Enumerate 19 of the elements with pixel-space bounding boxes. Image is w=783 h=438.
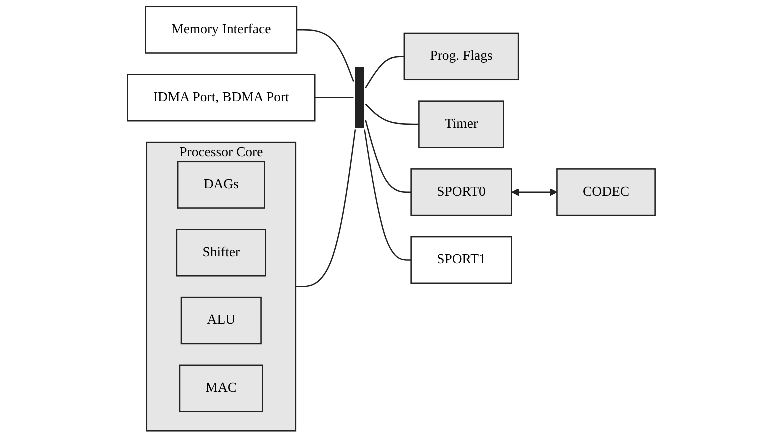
node-box: Timer <box>418 100 504 148</box>
node-box: Memory Interface <box>145 6 298 54</box>
connector <box>365 120 412 194</box>
node-box: IDMA Port, BDMA Port <box>127 74 316 122</box>
connector <box>296 29 354 82</box>
connector <box>365 104 420 126</box>
connector <box>365 56 404 88</box>
node-box: DAGs <box>177 161 266 209</box>
connector <box>296 130 356 288</box>
node-box: Prog. Flags <box>404 32 520 81</box>
node-box: MAC <box>179 364 264 412</box>
node-box: ALU <box>180 296 262 345</box>
node-box: SPORT1 <box>410 236 512 284</box>
node-box: CODEC <box>556 168 656 216</box>
connector <box>364 130 412 261</box>
node-box: Shifter <box>176 229 266 277</box>
node-box: SPORT0 <box>410 168 512 216</box>
arrow <box>512 188 558 196</box>
connector <box>315 97 354 99</box>
